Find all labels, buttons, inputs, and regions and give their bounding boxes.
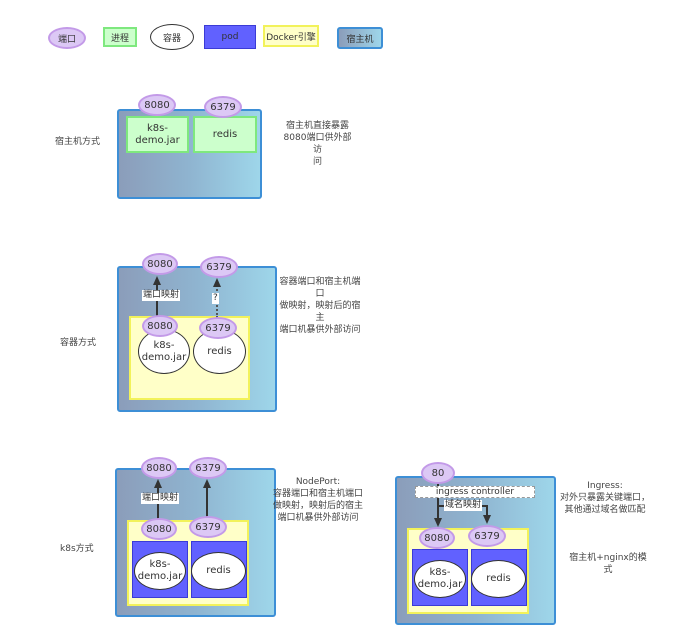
routing-line <box>486 505 488 517</box>
port-label: 6379 <box>206 261 232 273</box>
arrow-down-icon <box>483 515 491 524</box>
port-label: 8080 <box>147 258 173 270</box>
container-label: k8s- demo.jar <box>137 559 183 582</box>
note-host-mode: 宿主机直接暴露 8080端口供外部访 问 <box>283 121 352 167</box>
container-port-8080: 8080 <box>142 315 178 337</box>
legend-port-label: 端口 <box>57 34 76 45</box>
host-port-8080: 8080 <box>141 457 177 479</box>
port-label: 6379 <box>210 101 236 113</box>
note-container-mode: 容器端口和宿主机端口 做映射，映射后的宿主 端口机暴供外部访问 <box>279 277 361 335</box>
container-port-6379: 6379 <box>189 516 227 538</box>
legend-process-label: 进程 <box>110 33 129 44</box>
arrow-up-icon <box>153 276 161 285</box>
port-label: 6379 <box>195 521 221 533</box>
routing-line <box>437 476 439 520</box>
row-label-k8s-mode: k8s方式 <box>60 544 94 554</box>
legend-process: 进程 <box>103 27 137 47</box>
arrow-up-icon <box>154 479 162 488</box>
container-label: redis <box>486 573 511 584</box>
host-port-6379: 6379 <box>200 256 238 278</box>
port-label: 8080 <box>144 99 170 111</box>
host-port-6379: 6379 <box>189 457 227 479</box>
port-mapping-label: 端口映射 <box>141 493 180 504</box>
container-port-6379: 6379 <box>468 525 506 547</box>
row-label-container-mode: 容器方式 <box>60 338 97 348</box>
port-label: 80 <box>431 467 445 479</box>
process-label: redis <box>212 128 238 140</box>
host-port-8080: 8080 <box>142 253 178 275</box>
port-label: 8080 <box>424 532 450 544</box>
port-label: 8080 <box>146 462 172 474</box>
legend-port: 端口 <box>48 27 86 49</box>
arrow-down-icon <box>434 518 442 527</box>
container-port-6379: 6379 <box>199 317 237 339</box>
row-label-host-mode: 宿主机方式 <box>55 137 101 147</box>
process-k8s-demo: k8s- demo.jar <box>126 116 189 153</box>
note-ingress: Ingress: 对外只暴露关键端口， 其他通过域名做匹配 <box>560 481 651 515</box>
container-label: redis <box>207 345 232 357</box>
legend-docker-engine-label: Docker引擎 <box>266 32 316 43</box>
legend-pod: pod <box>204 25 256 49</box>
unknown-label: ? <box>212 293 219 304</box>
port-6379: 6379 <box>204 96 242 118</box>
legend-docker-engine: Docker引擎 <box>263 25 319 47</box>
port-label: 8080 <box>147 320 173 332</box>
container-port-8080: 8080 <box>141 518 177 540</box>
port-label: 8080 <box>146 523 172 535</box>
port-mapping-label: 端口映射 <box>142 290 181 301</box>
note-ingress-nginx: 宿主机+nginx的模式 <box>569 553 647 575</box>
port-label: 6379 <box>195 462 221 474</box>
ingress-controller: ingress controller <box>415 486 535 498</box>
port-label: 6379 <box>205 322 231 334</box>
arrow-up-icon <box>213 278 221 287</box>
container-label: k8s- demo.jar <box>141 339 187 363</box>
container-k8s-demo: k8s- demo.jar <box>134 552 186 590</box>
ingress-controller-label: ingress controller <box>435 487 515 497</box>
port-8080: 8080 <box>138 94 176 116</box>
legend-host: 宿主机 <box>337 27 383 49</box>
legend-pod-label: pod <box>221 32 239 42</box>
legend-container: 容器 <box>150 24 194 50</box>
process-redis: redis <box>193 116 257 153</box>
legend-host-label: 宿主机 <box>346 34 374 45</box>
legend-container-label: 容器 <box>162 33 181 44</box>
domain-mapping-label: 域名映射 <box>444 500 483 511</box>
container-port-8080: 8080 <box>419 527 455 549</box>
container-redis: redis <box>471 560 526 598</box>
mapping-line <box>206 484 208 522</box>
container-label: redis <box>206 565 231 576</box>
arrow-up-icon <box>203 479 211 488</box>
note-nodeport: NodePort: 容器端口和宿主机端口 做映射，映射后的宿主 端口机暴供外部访… <box>272 477 363 523</box>
container-k8s-demo: k8s- demo.jar <box>414 560 466 598</box>
container-redis: redis <box>191 552 246 590</box>
process-label: k8s- demo.jar <box>135 122 180 146</box>
host-port-80: 80 <box>421 462 455 484</box>
port-label: 6379 <box>474 530 500 542</box>
container-label: k8s- demo.jar <box>417 567 463 590</box>
